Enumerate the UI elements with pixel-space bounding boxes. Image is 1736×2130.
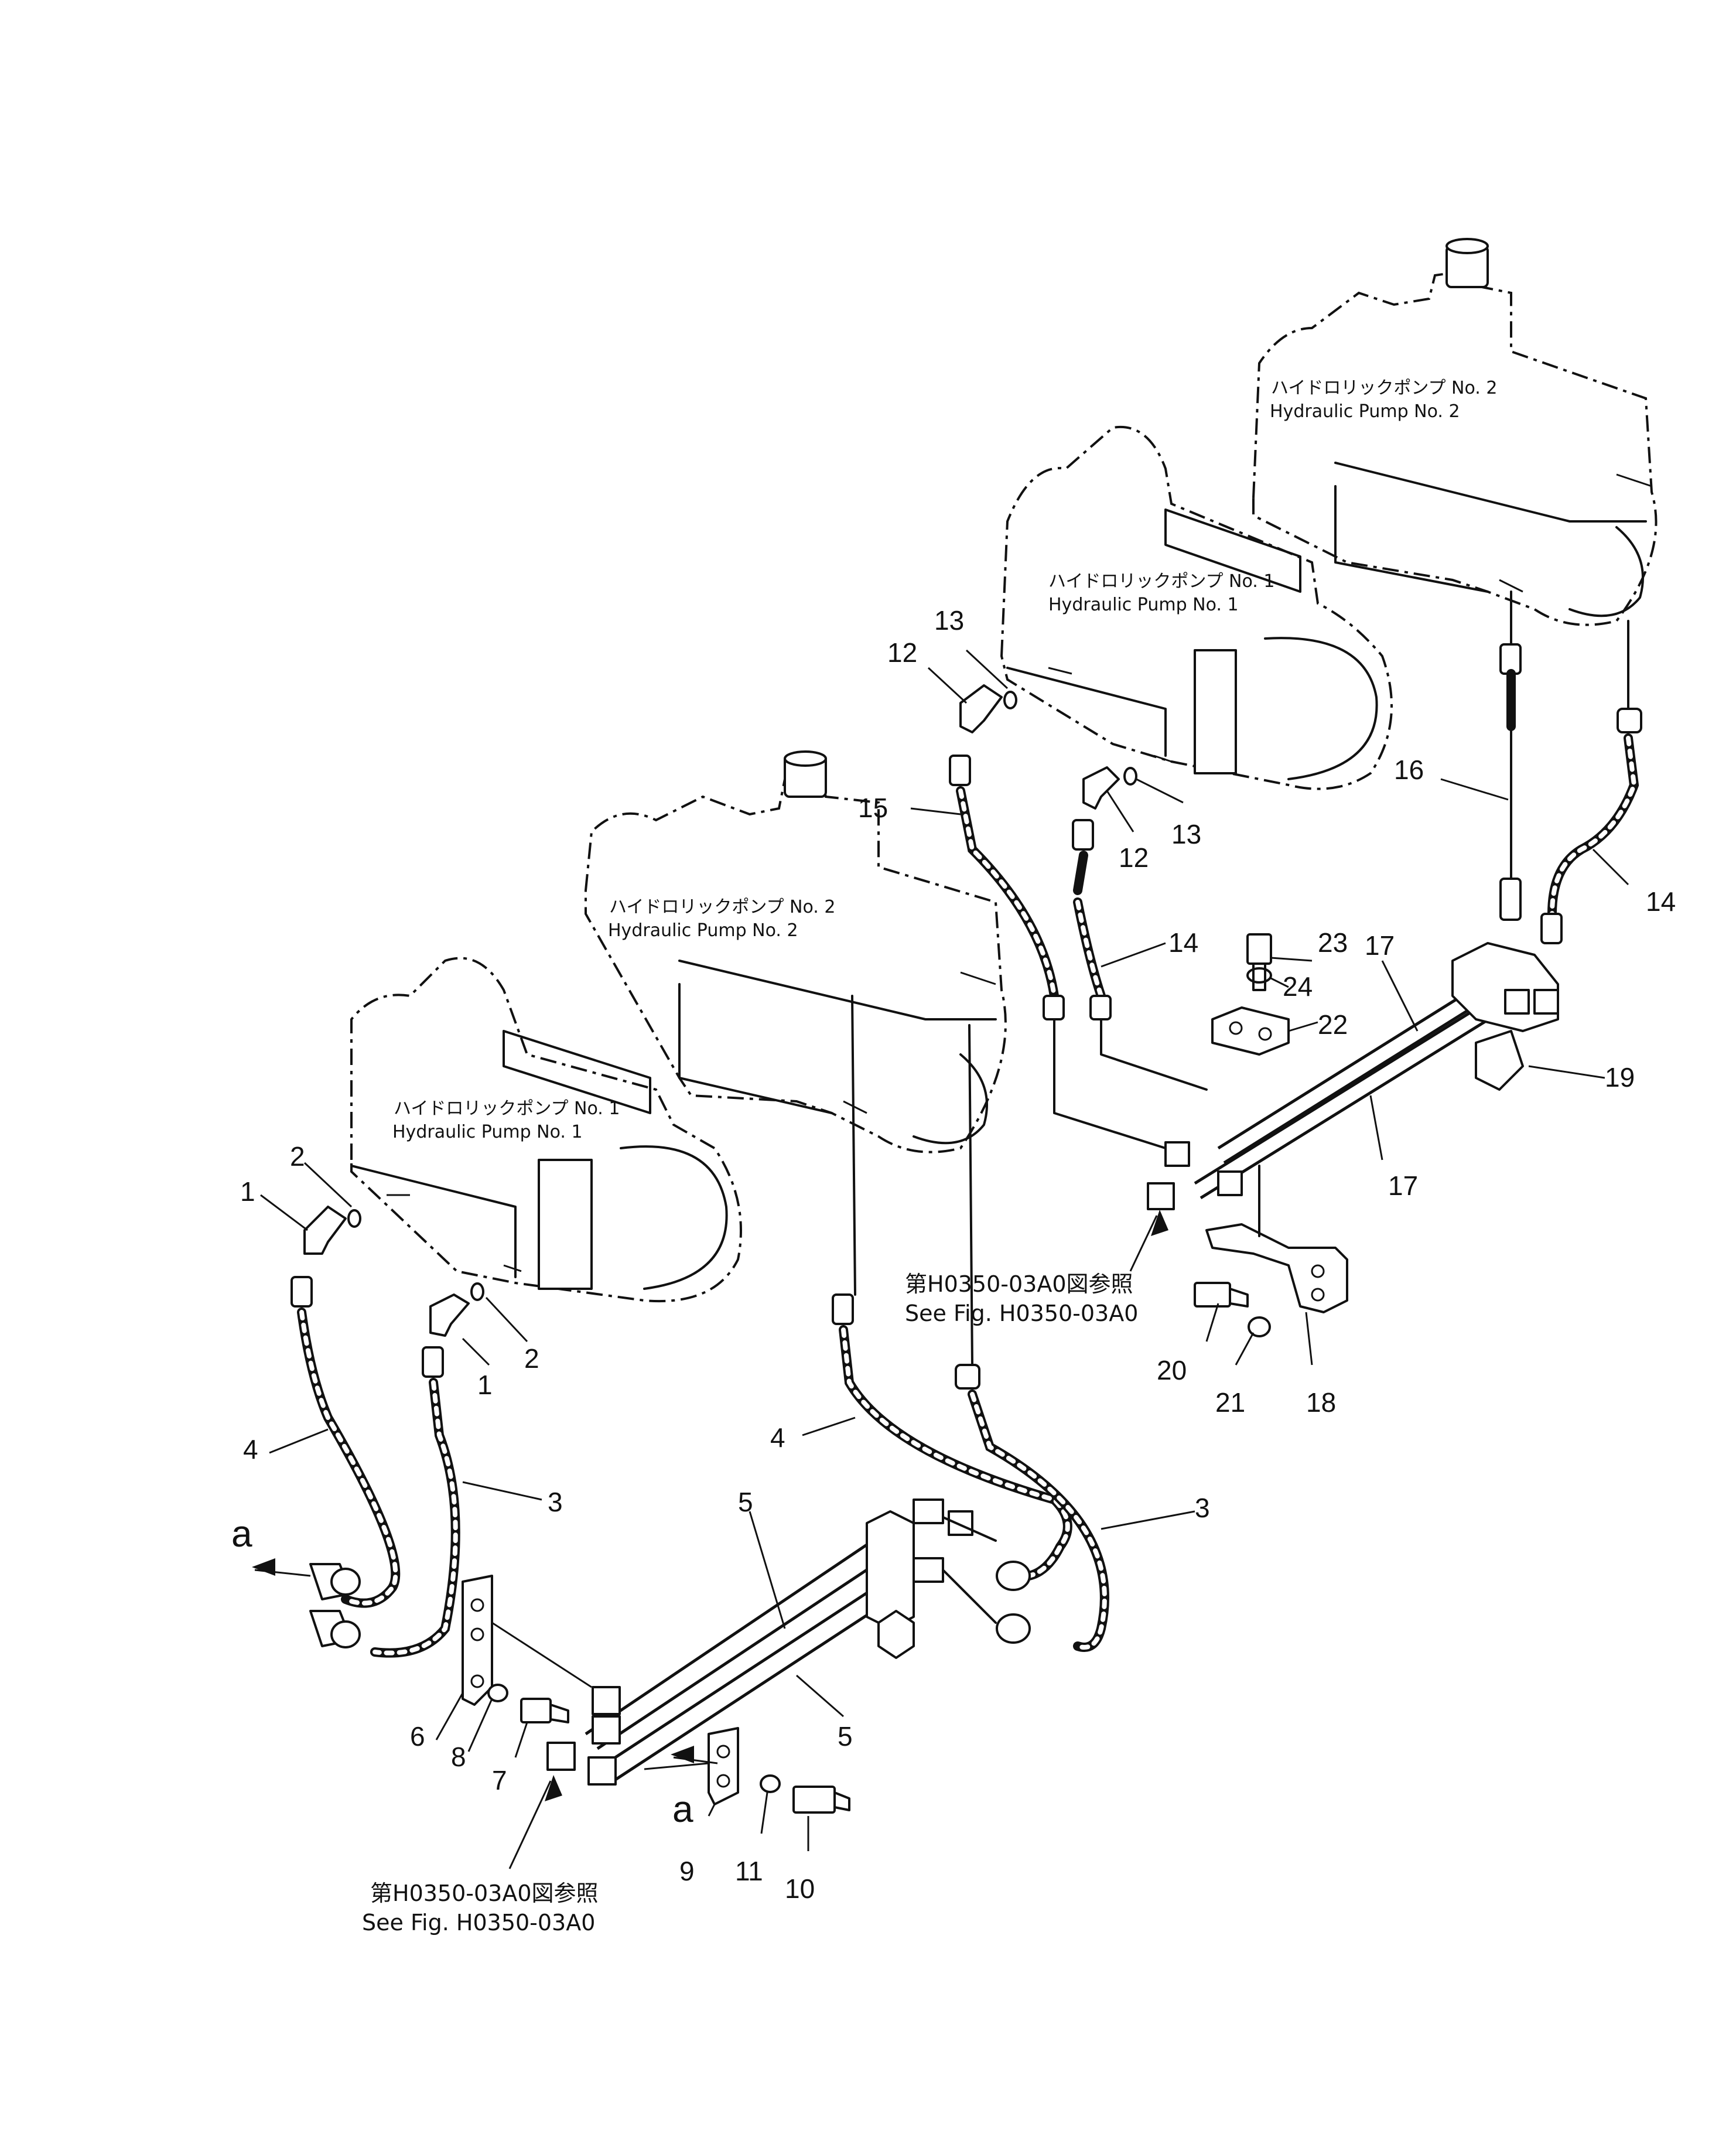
callout-numbers: 1 2 1 2 4 3 4 3 5 5 6 8 7 9 11 10 12 13 … bbox=[240, 605, 1676, 1904]
callout-12: 12 bbox=[1119, 842, 1149, 873]
pump-label-en: Hydraulic Pump No. 1 bbox=[392, 1122, 583, 1142]
pump-label-jp: ハイドロリックポンプ No. 1 bbox=[394, 1098, 620, 1119]
callout-13: 13 bbox=[1171, 819, 1201, 849]
callout-4: 4 bbox=[770, 1422, 785, 1453]
callout-8: 8 bbox=[451, 1742, 466, 1772]
reference-note-right: 第H0350-03A0図参照 See Fig. H0350-03A0 bbox=[905, 1271, 1138, 1326]
pump-label-jp: ハイドロリックポンプ No. 2 bbox=[609, 897, 835, 917]
pump-label-en: Hydraulic Pump No. 2 bbox=[1270, 401, 1460, 422]
callout-7: 7 bbox=[492, 1765, 507, 1796]
pump-body-left-no1 bbox=[350, 957, 742, 1303]
view-mark-a: a bbox=[231, 1513, 252, 1555]
pipe-assembly-left bbox=[309, 1498, 1031, 1786]
pump-body-right-no1 bbox=[1000, 425, 1393, 790]
callout-14: 14 bbox=[1646, 886, 1676, 917]
callout-4: 4 bbox=[243, 1434, 258, 1465]
callout-15: 15 bbox=[858, 793, 888, 823]
callout-9: 9 bbox=[679, 1856, 695, 1886]
callout-2: 2 bbox=[524, 1343, 539, 1374]
callout-14: 14 bbox=[1168, 927, 1198, 958]
reference-en: See Fig. H0350-03A0 bbox=[905, 1300, 1138, 1326]
callout-2: 2 bbox=[290, 1141, 305, 1172]
callout-3: 3 bbox=[1195, 1493, 1210, 1523]
callout-20: 20 bbox=[1157, 1355, 1187, 1385]
bracket-right bbox=[1194, 933, 1348, 1337]
reference-note-left: 第H0350-03A0図参照 See Fig. H0350-03A0 bbox=[362, 1880, 599, 1936]
hoses-right-assembly bbox=[949, 590, 1642, 1149]
callout-23: 23 bbox=[1318, 927, 1348, 958]
callout-17: 17 bbox=[1365, 930, 1395, 961]
callout-11: 11 bbox=[735, 1856, 763, 1886]
view-mark-a: a bbox=[672, 1788, 693, 1830]
pump-body-left-no2 bbox=[585, 750, 1007, 1153]
pipe-assembly-right bbox=[1147, 942, 1559, 1210]
leader-lines bbox=[252, 649, 1629, 1869]
pump-label-left-no1: ハイドロリックポンプ No. 1 Hydraulic Pump No. 1 bbox=[392, 1098, 620, 1142]
reference-jp: 第H0350-03A0図参照 bbox=[370, 1880, 599, 1906]
hoses-left-assembly bbox=[291, 995, 1109, 1658]
reference-jp: 第H0350-03A0図参照 bbox=[905, 1271, 1133, 1297]
reference-en: See Fig. H0350-03A0 bbox=[362, 1910, 595, 1936]
pump-label-jp: ハイドロリックポンプ No. 1 bbox=[1048, 571, 1274, 592]
callout-12: 12 bbox=[887, 637, 917, 668]
bracket-left bbox=[462, 1575, 850, 1814]
callout-16: 16 bbox=[1394, 755, 1424, 785]
pump-body-right-no2 bbox=[1252, 238, 1658, 626]
elbow-fittings-left bbox=[303, 1206, 484, 1337]
callout-21: 21 bbox=[1215, 1387, 1245, 1418]
callout-19: 19 bbox=[1605, 1062, 1635, 1093]
elbow-fittings-right bbox=[959, 684, 1137, 810]
pump-label-en: Hydraulic Pump No. 1 bbox=[1048, 595, 1239, 615]
callout-17: 17 bbox=[1388, 1170, 1418, 1201]
pump-label-jp: ハイドロリックポンプ No. 2 bbox=[1271, 378, 1497, 398]
callout-1: 1 bbox=[240, 1176, 255, 1207]
pump-label-left-no2: ハイドロリックポンプ No. 2 Hydraulic Pump No. 2 bbox=[608, 897, 835, 941]
callout-6: 6 bbox=[410, 1721, 425, 1752]
callout-18: 18 bbox=[1306, 1387, 1336, 1418]
callout-1: 1 bbox=[477, 1370, 493, 1400]
callout-5: 5 bbox=[738, 1487, 753, 1517]
callout-3: 3 bbox=[548, 1487, 563, 1517]
callout-10: 10 bbox=[785, 1873, 815, 1904]
pump-label-right-no2: ハイドロリックポンプ No. 2 Hydraulic Pump No. 2 bbox=[1270, 378, 1497, 422]
callout-22: 22 bbox=[1318, 1009, 1348, 1040]
callout-5: 5 bbox=[838, 1721, 853, 1752]
callout-13: 13 bbox=[934, 605, 964, 636]
callout-24: 24 bbox=[1283, 971, 1313, 1002]
pump-label-right-no1: ハイドロリックポンプ No. 1 Hydraulic Pump No. 1 bbox=[1048, 571, 1274, 615]
pump-label-en: Hydraulic Pump No. 2 bbox=[608, 920, 798, 941]
